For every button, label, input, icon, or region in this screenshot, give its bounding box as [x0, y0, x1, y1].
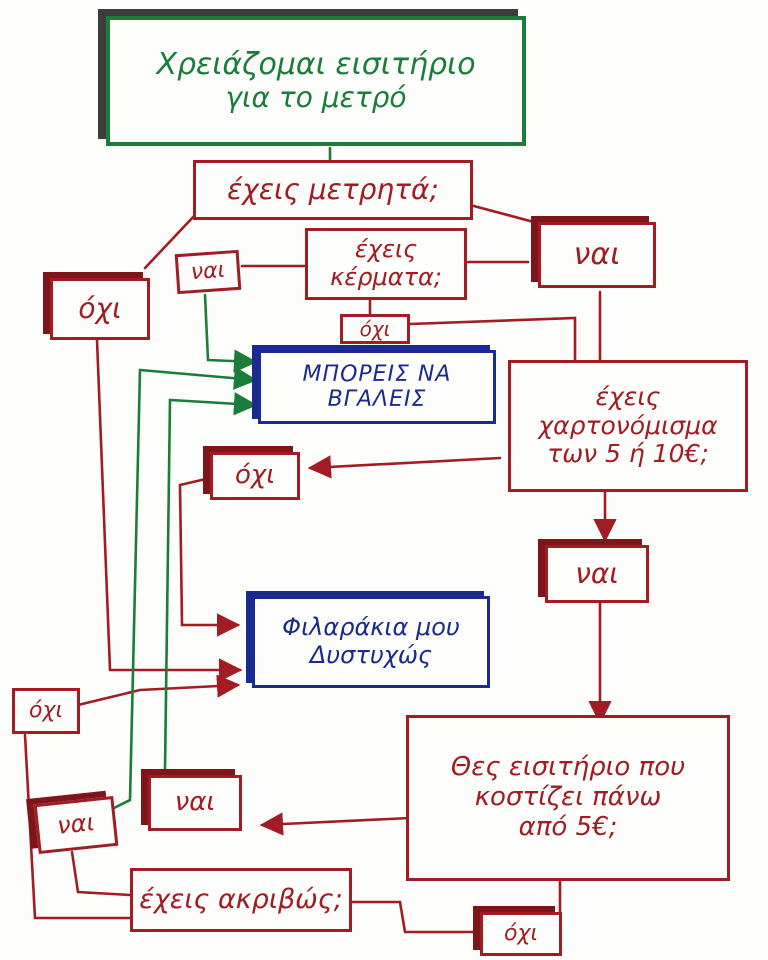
line-yes-to-exact: [70, 850, 132, 897]
outcome-unlucky: Φιλαράκια μου Δυστυχώς: [252, 596, 490, 688]
line-coins-yes-to-can-get: [203, 293, 258, 373]
line-no-to-unlucky: [95, 338, 243, 682]
line-exact-yes-to-can-get: [108, 366, 258, 812]
line-exact-to-no-left: [23, 733, 132, 920]
line-exact-to-no: [343, 900, 480, 934]
outcome-can-get: ΜΠΟΡΕΙΣ ΝΑ ΒΓΑΛΕΙΣ: [258, 350, 496, 424]
title-box: Χρειάζομαι εισιτήριο για το μετρό: [106, 16, 526, 146]
answer-no-exact: όχι: [12, 688, 80, 734]
answer-no-banknote: όχι: [210, 452, 300, 500]
answer-yes-exact: ναι: [33, 795, 119, 855]
question-cash: έχεις μετρητά;: [193, 160, 473, 220]
line-ticket-yes-to-can-get: [163, 392, 258, 777]
line-ticket-to-yes: [259, 812, 412, 836]
answer-yes-coins: ναι: [174, 249, 242, 295]
question-exact: έχεις ακριβώς;: [130, 868, 352, 932]
answer-no-cash: όχι: [50, 278, 150, 340]
line-banknote-to-no: [307, 455, 502, 479]
answer-yes-ticket: ναι: [148, 775, 242, 831]
question-coins: έχεις κέρματα;: [305, 228, 467, 300]
question-banknote: έχεις χαρτονόμισμα των 5 ή 10€;: [508, 360, 748, 492]
line-cash-to-yes: [468, 203, 547, 227]
line-no-left-to-unlucky: [76, 674, 241, 707]
answer-yes-cash: ναι: [538, 222, 656, 288]
line-no-to-banknote: [408, 316, 577, 364]
answer-no-ticket: όχι: [480, 912, 562, 956]
answer-yes-banknote: ναι: [545, 545, 649, 603]
question-ticket-over-5: Θες εισιτήριο που κοστίζει πάνω από 5€;: [406, 715, 730, 881]
title-line-1: Χρειάζομαι εισιτήριο: [156, 46, 476, 82]
line-cash-to-no: [143, 213, 197, 270]
line-no-banknote-to-unlucky: [178, 476, 241, 637]
answer-no-coins: όχι: [340, 314, 410, 344]
title-line-2: για το μετρό: [225, 81, 407, 115]
